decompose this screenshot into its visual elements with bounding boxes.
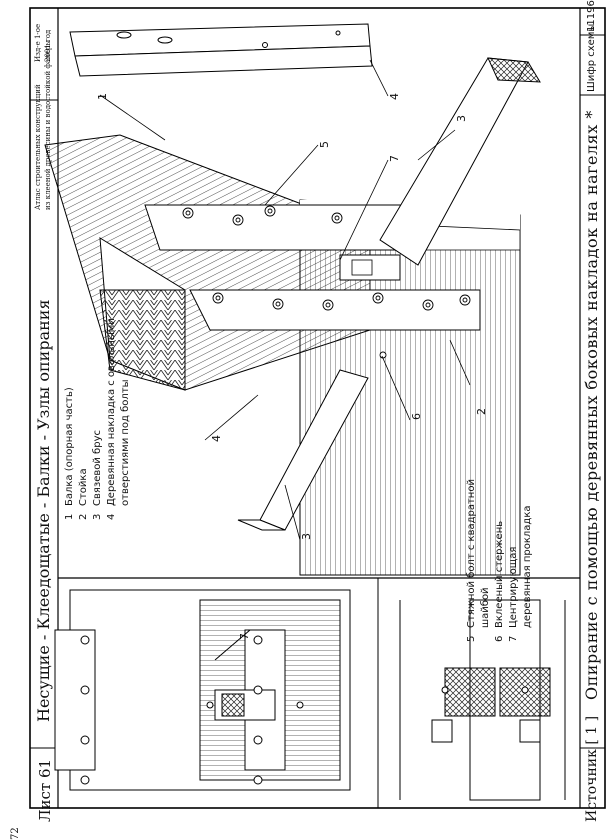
callout-4b: 4: [210, 435, 223, 442]
legend-item: деревянная прокладка: [522, 505, 533, 628]
tie-beam-lower: [237, 369, 369, 531]
atlas-line-2: из клееной древесины и водостойкой фанер…: [44, 40, 52, 210]
source-label: Источник [ 1 ]: [584, 715, 600, 822]
callout-7b: 7: [238, 633, 251, 640]
legend-item: 2Стойка: [78, 468, 89, 520]
callout-3a: 3: [455, 115, 468, 122]
plan-view-right: [399, 599, 566, 801]
callout-1: 1: [96, 93, 109, 100]
scheme-code: 11196: [586, 0, 597, 32]
page-number: 72: [10, 827, 21, 840]
legend-item: 1Балка (опорная часть): [64, 387, 75, 520]
section-title: Несущие - Клеедощатые - Балки - Узлы опи…: [34, 299, 53, 722]
tie-beam-upper: [379, 57, 541, 266]
sheet-label: Лист 61: [36, 758, 54, 822]
scheme-code-label: Шифр схемы: [586, 23, 597, 92]
edition-line-2: 2001 год: [44, 29, 52, 62]
legend-item: 5Стяжной болт с квадратной: [466, 479, 477, 642]
legend-item: шайбой: [480, 587, 491, 628]
legend-item: отверстиями под болты: [120, 379, 131, 506]
legend-item: 4Деревянная накладка с овальными: [106, 318, 117, 520]
callout-5: 5: [318, 141, 331, 148]
atlas-line-1: Атлас строительных конструкций: [34, 84, 42, 210]
outer-frame: [29, 7, 606, 809]
legend-item: 3Связевой брус: [92, 430, 103, 520]
bolts: [182, 205, 471, 359]
callout-4a: 4: [388, 93, 401, 100]
legend-item: 6Вклееный стержень: [494, 520, 505, 642]
callout-7a: 7: [388, 155, 401, 162]
legend-item: 7Центрирующая: [508, 546, 519, 642]
page-title: Опирание с помощью деревянных боковых на…: [582, 110, 601, 700]
legend-second: 5Стяжной болт с квадратной шайбой 6Вклее…: [466, 479, 536, 642]
legend: 1Балка (опорная часть) 2Стойка 3Связевой…: [64, 318, 134, 520]
callout-3b: 3: [300, 533, 313, 540]
callout-6: 6: [410, 413, 423, 420]
edition-line-1: Изд-е 1-ое: [34, 23, 42, 62]
plan-view-left: [54, 589, 351, 791]
callout-2: 2: [475, 408, 488, 415]
beam-end-grain: [99, 289, 186, 391]
side-plate-top: [69, 23, 373, 77]
